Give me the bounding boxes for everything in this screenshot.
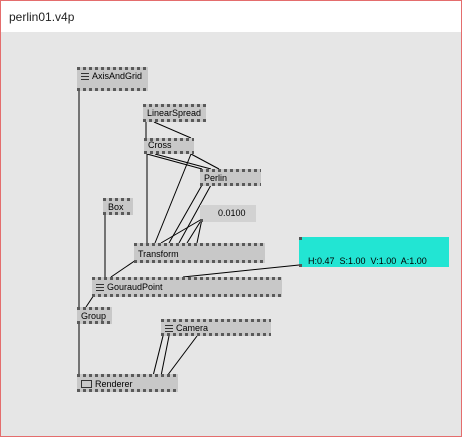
node-renderer[interactable]: Renderer	[77, 374, 178, 392]
color-iobox[interactable]: H:0.47 S:1.00 V:1.00 A:1.00	[299, 237, 449, 267]
node-label: LinearSpread	[147, 108, 202, 118]
node-axisandgrid[interactable]: AxisAndGrid	[77, 67, 148, 91]
wire-color-gouraud	[182, 264, 300, 278]
wire-cross-transform-2	[154, 153, 192, 244]
wire-linspread-cross-2	[153, 121, 192, 139]
wire-perlin-transform-2	[178, 184, 212, 244]
wire-io-transform-1	[160, 218, 203, 244]
node-perlin[interactable]: Perlin	[200, 169, 261, 186]
node-label: Perlin	[204, 173, 228, 183]
title-bar[interactable]: perlin01.v4p	[1, 1, 461, 32]
menu-icon	[96, 284, 104, 291]
menu-icon	[165, 325, 173, 332]
window-icon	[81, 380, 92, 388]
connection-wires	[78, 91, 300, 377]
node-label: Renderer	[95, 379, 133, 389]
node-transform[interactable]: Transform	[134, 243, 265, 263]
node-label: Camera	[176, 323, 209, 333]
wire-io-transform-2	[186, 218, 203, 244]
node-label: Transform	[138, 249, 179, 259]
iobox-value[interactable]: 0.0100	[200, 205, 256, 222]
node-label: GouraudPoint	[107, 282, 163, 292]
node-linearspread[interactable]: LinearSpread	[143, 104, 206, 122]
wire-gouraud-group	[85, 294, 95, 308]
wire-camera-renderer-3	[166, 335, 198, 377]
wire-io-transform-3	[196, 218, 203, 244]
wire-cross-perlin-2	[154, 153, 212, 170]
node-label: Group	[81, 311, 107, 321]
wire-camera-renderer-2	[160, 335, 170, 377]
wire-cross-perlin-1	[146, 153, 203, 170]
wire-camera-renderer-1	[152, 335, 164, 377]
node-group[interactable]: Group	[77, 307, 112, 324]
wire-perlin-transform-1	[168, 184, 203, 244]
window-title: perlin01.v4p	[9, 10, 75, 24]
node-box[interactable]: Box	[103, 198, 133, 215]
node-gouraudpoint[interactable]: GouraudPoint	[92, 277, 282, 297]
wire-transform-gouraud	[110, 259, 137, 278]
color-value-text: H:0.47 S:1.00 V:1.00 A:1.00	[308, 256, 427, 266]
node-label: Cross	[148, 140, 172, 150]
node-cross[interactable]: Cross	[144, 138, 194, 154]
iobox-value-text: 0.0100	[218, 208, 246, 218]
node-label: AxisAndGrid	[92, 71, 143, 81]
menu-icon	[81, 73, 89, 80]
node-label: Box	[108, 202, 124, 212]
patch-canvas[interactable]: AxisAndGrid LinearSpread Cross Perlin Bo…	[1, 32, 461, 436]
wire-cross-perlin-3	[190, 153, 220, 170]
node-camera[interactable]: Camera	[161, 319, 271, 336]
